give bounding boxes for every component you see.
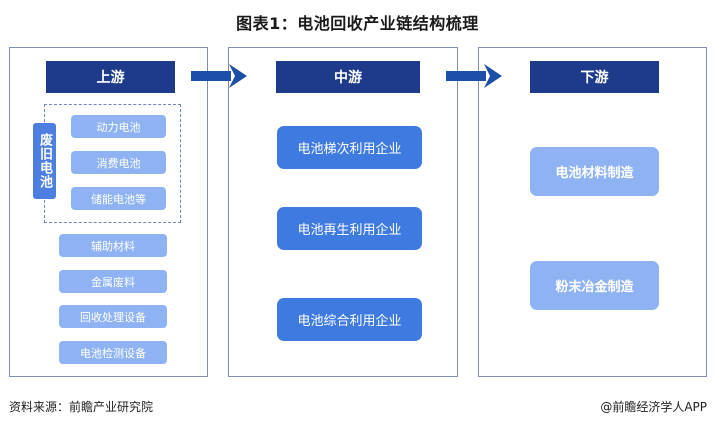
downstream-panel: [478, 47, 707, 377]
brand-note: @前瞻经济学人APP: [600, 400, 707, 414]
source-note: 资料来源：前瞻产业研究院: [9, 400, 154, 414]
downstream-header: 下游: [530, 61, 659, 93]
storage-battery-item: 储能电池等: [71, 187, 166, 210]
power-battery-item: 动力电池: [71, 115, 166, 138]
arrow-right-icon: [446, 64, 502, 88]
recycling-equipment-item: 回收处理设备: [59, 305, 167, 328]
upstream-header: 上游: [46, 61, 175, 93]
arrow-right-icon: [191, 64, 247, 88]
diagram-title: 图表1：电池回收产业链结构梳理: [236, 14, 479, 33]
consumer-battery-item: 消费电池: [71, 151, 166, 174]
waste-battery-label: 废旧电池: [33, 123, 56, 199]
auxiliary-materials-item: 辅助材料: [59, 234, 167, 257]
battery-testing-equipment-item: 电池检测设备: [59, 341, 167, 364]
metal-scrap-item: 金属废料: [59, 270, 167, 293]
cascade-utilization-box: 电池梯次利用企业: [277, 126, 422, 169]
midstream-header: 中游: [276, 61, 420, 93]
regeneration-box: 电池再生利用企业: [277, 207, 422, 250]
powder-metallurgy-box: 粉末冶金制造: [530, 261, 659, 310]
battery-materials-box: 电池材料制造: [530, 147, 659, 196]
comprehensive-utilization-box: 电池综合利用企业: [277, 298, 422, 341]
